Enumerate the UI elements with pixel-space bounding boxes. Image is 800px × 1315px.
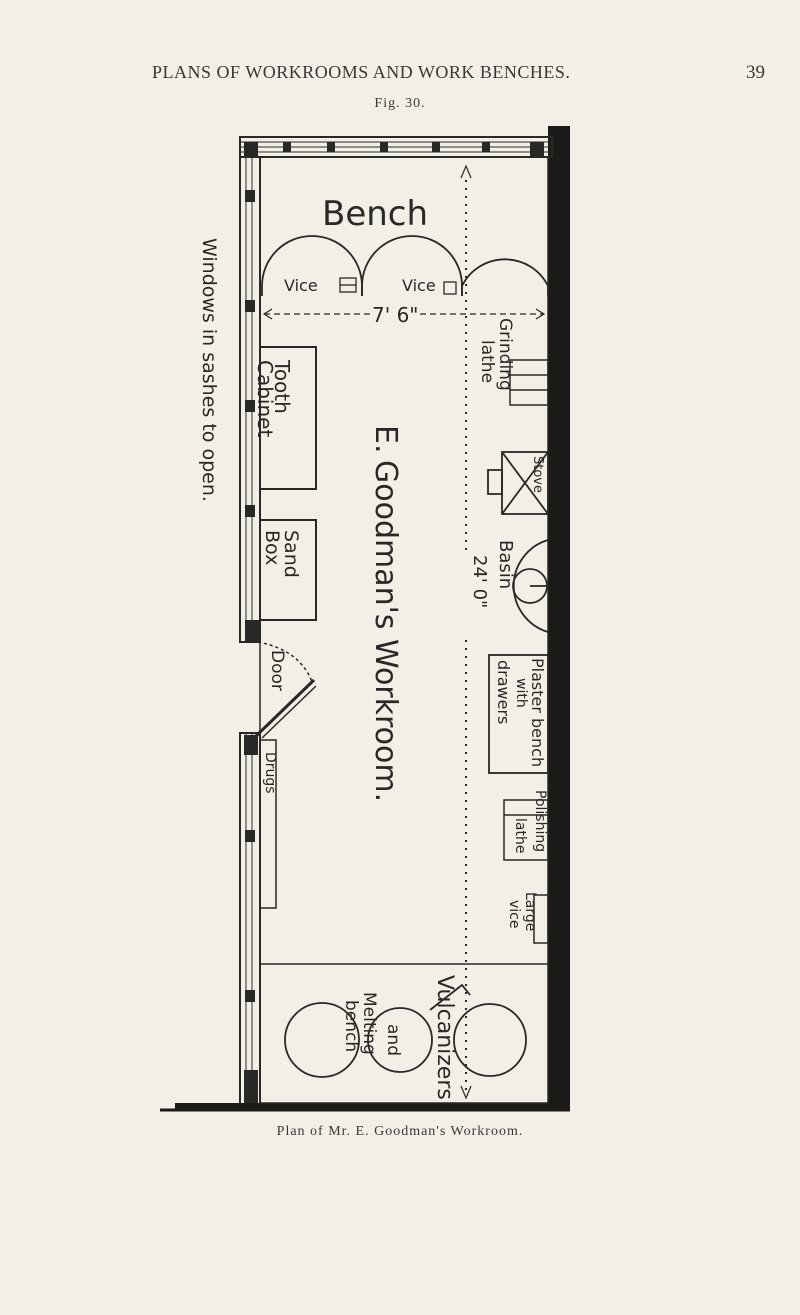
bench-label: Bench (322, 194, 428, 234)
room-outline (259, 156, 549, 1104)
melting-bench (284, 983, 527, 1078)
door-label: Door (267, 650, 287, 691)
melting-bench-line1: Melting (359, 992, 379, 1055)
grinding-lathe (509, 359, 549, 406)
basin (512, 539, 549, 633)
width-dimension-label: 7' 6" (372, 303, 419, 327)
stove-label: Stove (530, 456, 545, 493)
figure-label: Fig. 30. (374, 96, 426, 111)
sand-box-line1: Sand (280, 530, 302, 578)
large-vice-line1: Large (522, 892, 538, 931)
tooth-cabinet-line2: Cabinet (253, 360, 277, 437)
length-dimension-line (460, 164, 472, 1100)
room-title: Goodman's Workroom. (368, 460, 403, 802)
right-wall (548, 126, 570, 1108)
plaster-bench-line2: with (513, 678, 529, 708)
running-title: PLANS OF WORKROOMS AND WORK BENCHES. (152, 62, 571, 82)
plaster-bench-line1: Plaster bench (528, 658, 547, 767)
basin-label: Basin (495, 540, 516, 589)
figure-caption: Plan of Mr. E. Goodman's Workroom. (276, 1124, 524, 1139)
bottom-wall (175, 1103, 570, 1111)
left-window-wall-lower (239, 732, 261, 1107)
tooth-cabinet (259, 346, 317, 490)
tooth-cabinet-line1: Tooth (270, 359, 294, 414)
room-title-initial: E. (368, 425, 403, 454)
melting-bench-line2: bench (341, 1000, 361, 1052)
page-header: PLANS OF WORKROOMS AND WORK BENCHES. 39 (0, 62, 800, 92)
page-number: 39 (746, 62, 765, 83)
large-vice-line2: vice (506, 900, 522, 929)
grinding-lathe-line1: Grinding (495, 318, 515, 391)
windows-note: Windows in sashes to open. (198, 238, 220, 502)
and-label: and (383, 1024, 403, 1056)
width-dimension-line (262, 308, 546, 320)
length-dimension-label: 24' 0" (469, 555, 490, 608)
plaster-bench-line3: drawers (494, 660, 513, 724)
drugs-shelf (259, 739, 277, 909)
drugs-label: Drugs (262, 752, 278, 794)
polishing-lathe (503, 799, 549, 861)
door-swing (254, 641, 317, 739)
vice-left-label: Vice (284, 276, 318, 295)
stove (487, 451, 549, 515)
polishing-lathe-line1: Polishing (532, 790, 548, 852)
large-vice (533, 894, 549, 944)
top-window-wall (239, 136, 553, 158)
grinding-lathe-line2: lathe (477, 340, 497, 383)
vice-icon (339, 277, 457, 295)
plaster-bench (488, 654, 549, 774)
sand-box (259, 519, 317, 621)
vulcanizers-label: Vulcanizers (432, 975, 457, 1100)
bench-vice-positions (261, 235, 549, 296)
polishing-lathe-line2: lathe (512, 818, 528, 853)
vice-right-label: Vice (402, 276, 436, 295)
sand-box-line2: Box (261, 530, 283, 565)
